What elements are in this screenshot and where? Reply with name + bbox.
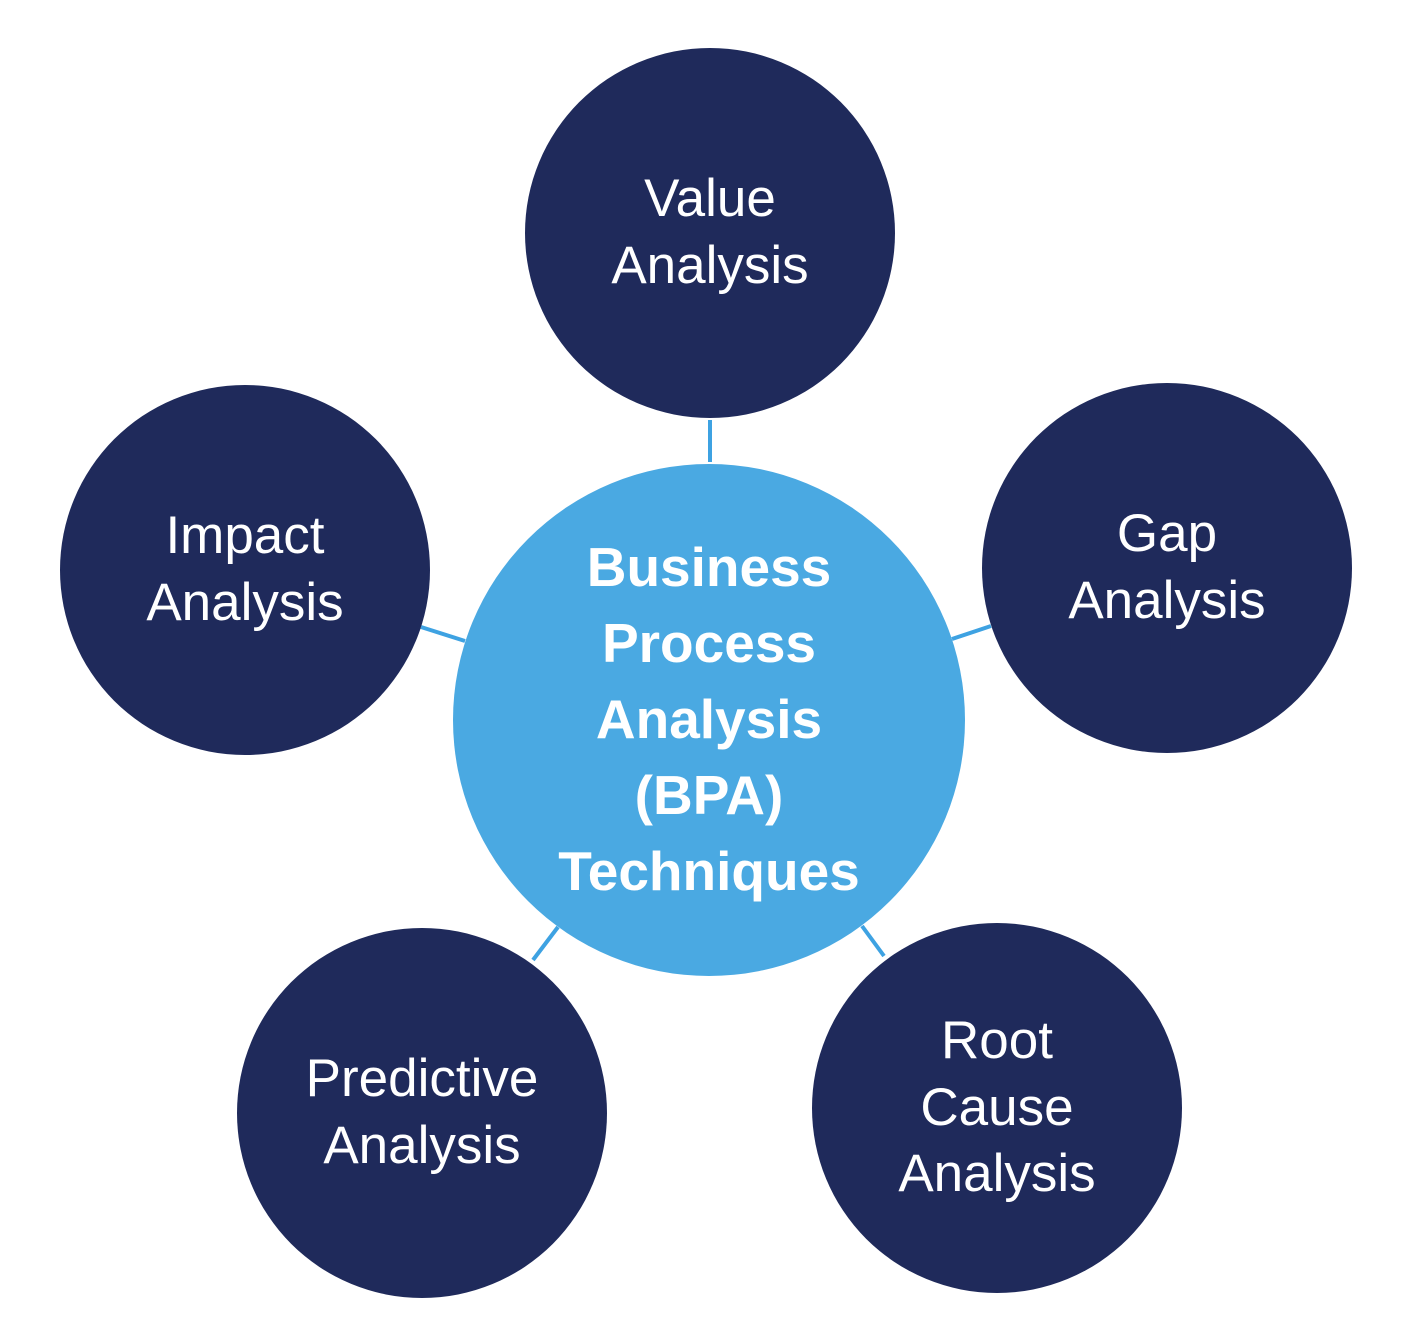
satellite-label-line: Analysis	[323, 1116, 521, 1175]
satellite-label-line: Root	[941, 1010, 1053, 1070]
satellite-label-line: Impact	[165, 506, 325, 566]
connector-center-to-gap	[951, 624, 992, 641]
satellite-label-line: Analysis	[1068, 571, 1266, 630]
satellite-node-value-analysis: Value Analysis	[525, 48, 895, 418]
center-node-bpa-techniques: Business Process Analysis (BPA) Techniqu…	[453, 464, 965, 976]
satellite-label: Value Analysis	[611, 166, 808, 300]
satellite-label: Root Cause Analysis	[898, 1008, 1095, 1208]
satellite-label-line: Predictive	[305, 1049, 539, 1109]
satellite-label-line: Analysis	[611, 236, 809, 295]
center-label-line: Business	[586, 536, 832, 599]
center-label-line: Analysis	[595, 688, 823, 751]
satellite-label-line: Cause	[920, 1077, 1074, 1137]
satellite-label: Gap Analysis	[1068, 501, 1265, 635]
center-node-label: Business Process Analysis (BPA) Techniqu…	[558, 530, 860, 909]
satellite-label: Impact Analysis	[146, 503, 343, 637]
connector-center-to-root-cause	[860, 924, 886, 958]
satellite-label-line: Analysis	[898, 1144, 1096, 1204]
satellite-node-predictive-analysis: Predictive Analysis	[237, 928, 607, 1298]
satellite-node-gap-analysis: Gap Analysis	[982, 383, 1352, 753]
connector-center-to-predictive	[531, 925, 560, 962]
satellite-node-root-cause-analysis: Root Cause Analysis	[812, 923, 1182, 1293]
center-label-line: Techniques	[558, 839, 860, 902]
satellite-label-line: Analysis	[146, 573, 344, 632]
satellite-label: Predictive Analysis	[306, 1046, 539, 1180]
satellite-label-line: Gap	[1116, 504, 1218, 564]
satellite-node-impact-analysis: Impact Analysis	[60, 385, 430, 755]
connector-center-to-impact	[420, 625, 466, 643]
center-label-line: Process	[601, 612, 817, 675]
center-label-line: (BPA)	[634, 763, 784, 826]
satellite-label-line: Value	[644, 169, 776, 229]
